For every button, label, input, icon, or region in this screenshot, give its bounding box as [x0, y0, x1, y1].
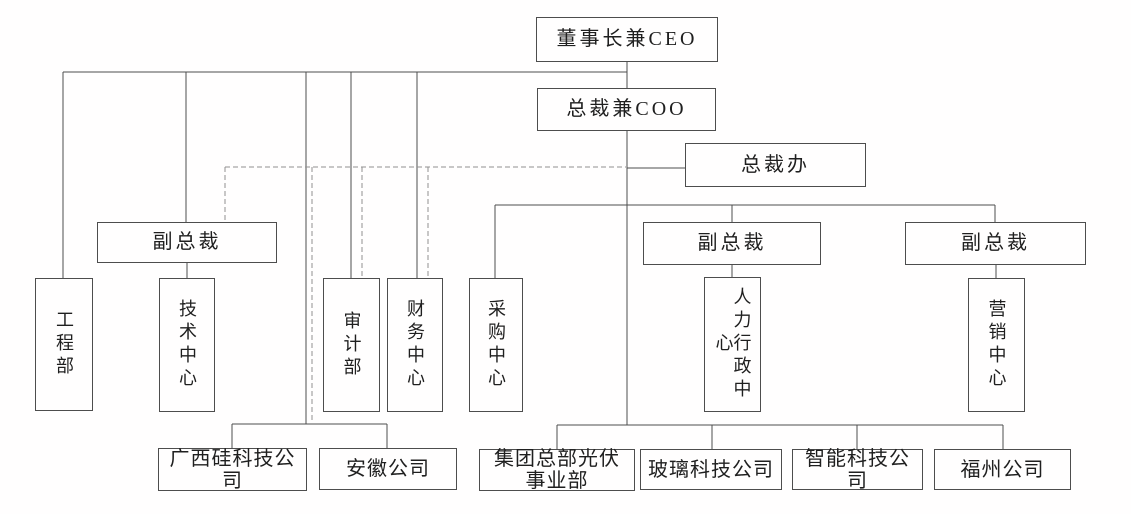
node-president-office: 总裁办 [685, 143, 866, 187]
node-engineering-dept: 工程部 [35, 278, 93, 411]
node-vp-right: 副总裁 [905, 222, 1086, 265]
node-anhui-company-label: 安徽公司 [346, 458, 430, 480]
node-coo: 总裁兼COO [537, 88, 716, 131]
node-ceo: 董事长兼CEO [536, 17, 718, 62]
node-technology-center-label: 技术中心 [177, 299, 197, 391]
node-technology-center: 技术中心 [159, 278, 215, 412]
node-anhui-company: 安徽公司 [319, 448, 457, 490]
node-procurement-center-label: 采购中心 [486, 299, 506, 391]
node-coo-label: 总裁兼COO [566, 98, 687, 120]
node-audit-dept: 审计部 [323, 278, 380, 412]
node-vp-left: 副总裁 [97, 222, 277, 263]
node-engineering-dept-label: 工程部 [54, 310, 74, 379]
node-smart-tech-company: 智能科技公司 [792, 447, 923, 492]
node-vp-middle: 副总裁 [643, 222, 821, 265]
node-group-hq-pv-division: 集团总部光伏事业部 [479, 448, 635, 492]
node-vp-middle-label: 副总裁 [697, 232, 767, 254]
node-president-office-label: 总裁办 [741, 153, 810, 176]
node-finance-center-label: 财务中心 [405, 299, 425, 391]
node-smart-tech-company-label: 智能科技公司 [805, 447, 910, 492]
node-fuzhou-company: 福州公司 [934, 449, 1071, 490]
node-finance-center: 财务中心 [387, 278, 443, 412]
node-marketing-center-label: 营销中心 [986, 299, 1007, 391]
node-vp-left-label: 副总裁 [152, 231, 222, 253]
node-glass-tech-company-label: 玻璃科技公司 [648, 458, 774, 481]
node-marketing-center: 营销中心 [968, 278, 1025, 412]
node-glass-tech-company: 玻璃科技公司 [640, 449, 782, 490]
node-guangxi-silicon-company-label: 广西硅科技公司 [169, 447, 296, 492]
node-fuzhou-company-label: 福州公司 [960, 458, 1045, 481]
node-procurement-center: 采购中心 [469, 278, 523, 412]
node-hr-admin-center: 人力行政中心 [704, 277, 761, 412]
node-guangxi-silicon-company: 广西硅科技公司 [158, 447, 307, 492]
node-group-hq-pv-division-label: 集团总部光伏事业部 [494, 448, 620, 492]
node-audit-dept-label: 审计部 [341, 310, 362, 380]
node-ceo-label: 董事长兼CEO [556, 28, 698, 50]
node-vp-right-label: 副总裁 [961, 232, 1030, 254]
node-hr-admin-center-label: 人力行政中心 [713, 287, 752, 402]
